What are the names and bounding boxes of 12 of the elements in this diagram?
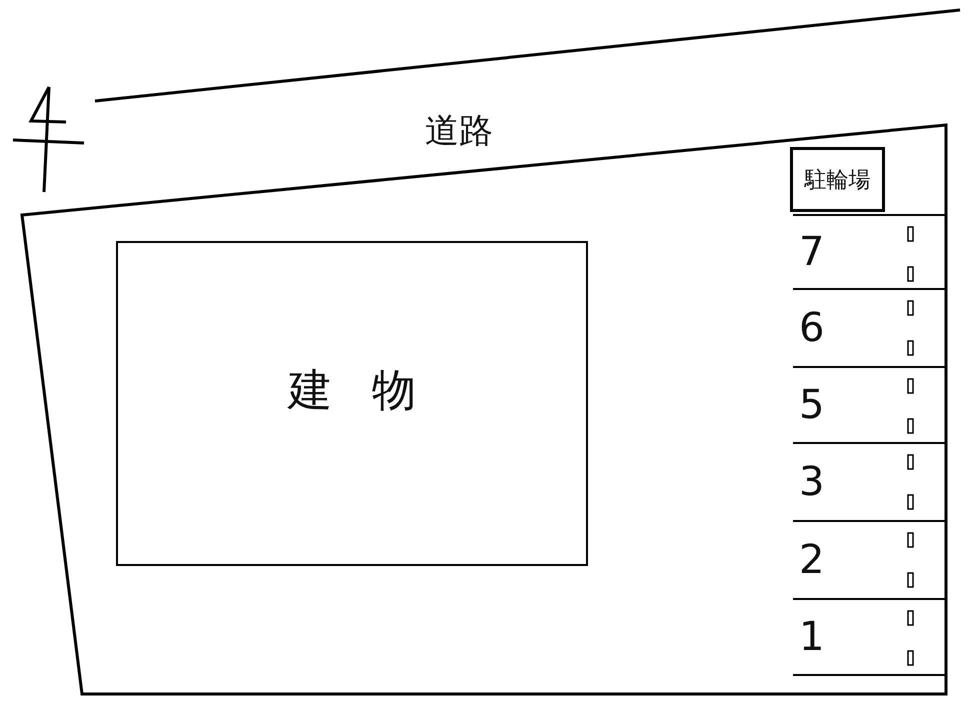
bicycle-parking-label: 駐輪場 <box>804 166 870 194</box>
building-label: 建物 <box>288 364 456 418</box>
parking-stall <box>793 214 946 290</box>
stall-number: 7 <box>799 229 824 275</box>
stall-number: 2 <box>799 537 824 583</box>
stall-number: 5 <box>799 382 824 428</box>
building-outline <box>116 241 588 566</box>
stall-number: 6 <box>799 305 824 351</box>
road-label: 道路 <box>425 110 493 153</box>
stall-number: 3 <box>799 459 824 505</box>
bicycle-parking-area <box>790 147 885 212</box>
stall-number: 1 <box>799 614 824 660</box>
